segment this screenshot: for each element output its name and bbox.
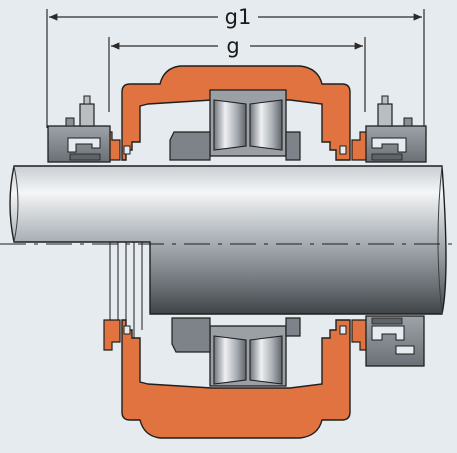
bearing-top [169, 89, 301, 161]
housing-bottom [121, 319, 351, 439]
locknut-bottom [285, 317, 301, 337]
housing-top [121, 65, 351, 161]
shaft [9, 165, 447, 340]
housing-top-slot-right [339, 145, 347, 155]
g-label: g [226, 34, 239, 58]
seal-top-right [365, 95, 427, 163]
adapter-sleeve-top [169, 131, 211, 161]
roller-top-right [249, 99, 283, 151]
grease-nipple-right [377, 103, 393, 127]
seal-top-left [47, 95, 111, 163]
dimension-g1: g1 [46, 5, 425, 128]
adapter-sleeve-bottom [171, 317, 211, 353]
grease-nipple-left [79, 103, 95, 127]
housing-bottom-groove-left [103, 319, 121, 351]
bearing-bottom [171, 317, 301, 387]
locknut-top [285, 131, 301, 161]
roller-bottom-right [249, 335, 283, 385]
dimension-g: g [108, 34, 366, 112]
shaft-body [9, 165, 447, 315]
roller-bottom-left [213, 335, 247, 385]
roller-top-left [213, 99, 247, 151]
seal-bottom-right [365, 315, 425, 367]
housing-top-slot-left [123, 145, 131, 155]
g1-label: g1 [225, 5, 252, 29]
